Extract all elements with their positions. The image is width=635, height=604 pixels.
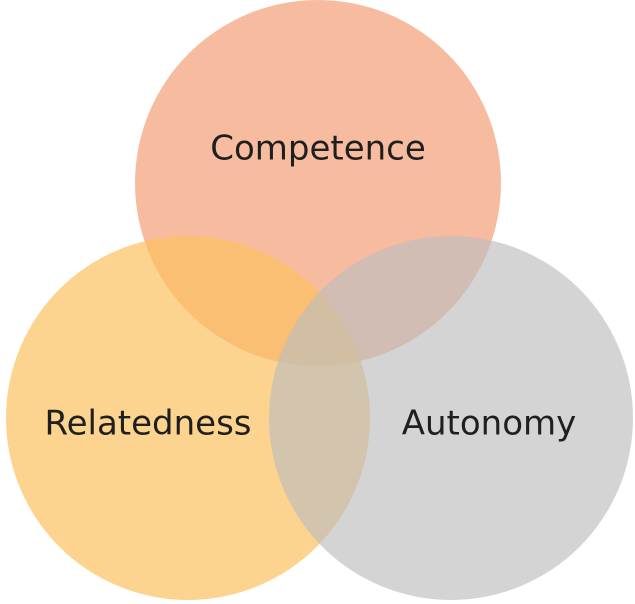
label-competence: Competence xyxy=(210,129,426,169)
label-autonomy: Autonomy xyxy=(402,404,577,444)
venn-labels: Competence Relatedness Autonomy xyxy=(44,129,576,444)
circle-autonomy xyxy=(269,236,633,600)
label-relatedness: Relatedness xyxy=(44,404,251,444)
venn-circles xyxy=(6,0,633,600)
circle-relatedness xyxy=(6,236,370,600)
